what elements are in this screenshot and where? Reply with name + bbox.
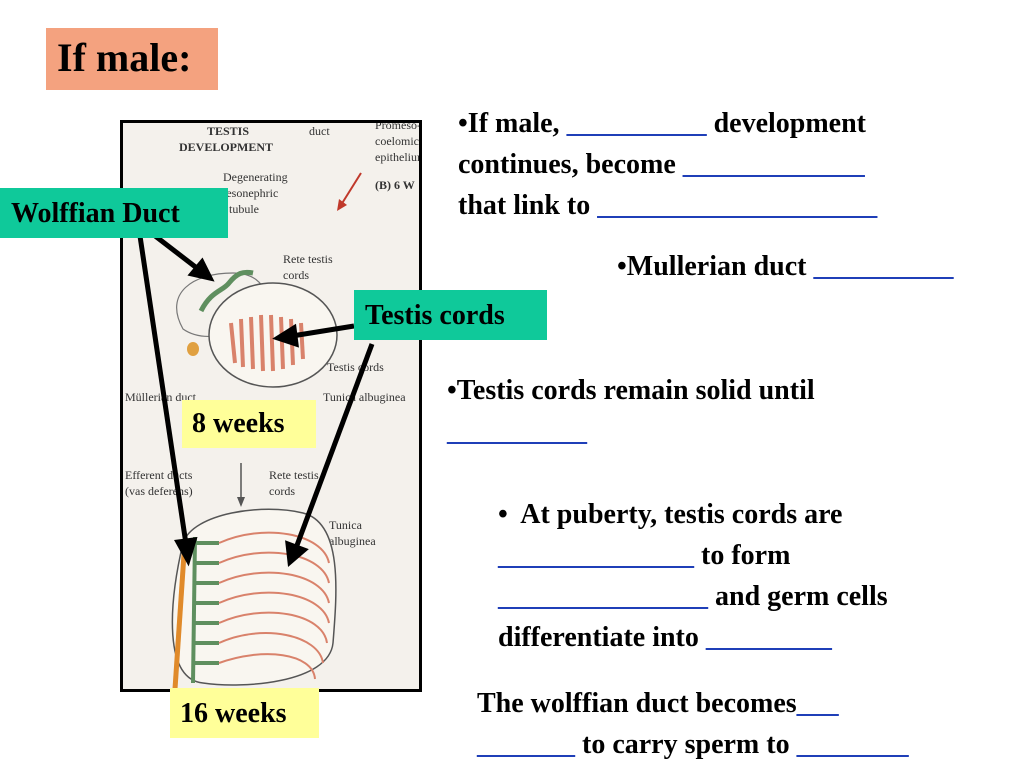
statement-5-text-a: The wolffian duct becomes	[477, 688, 797, 719]
bullet-4-text-b: to form	[694, 540, 791, 571]
statement-5-line-1: The wolffian duct becomes___	[477, 683, 839, 724]
bullet-2-text: •Mullerian duct	[617, 251, 814, 282]
arrow-wolffian-top	[148, 230, 204, 274]
mullerian-duct-dot	[187, 342, 199, 356]
testis-cords-label: Testis cords	[365, 300, 505, 331]
figure-arrowhead-red	[337, 199, 347, 211]
bullet-1-line-2: continues, become _____________	[458, 144, 865, 185]
figure-arrow-red	[340, 172, 362, 206]
arrow-wolffian-bottom	[137, 235, 189, 545]
arrowhead-testis-top	[272, 323, 299, 348]
vas-deferens	[172, 538, 188, 690]
wolffian-duct-callout: Wolffian Duct	[0, 188, 228, 238]
label-tunica-bot-1: Tunica	[329, 518, 363, 532]
title-background	[46, 28, 218, 90]
wolffian-duct-label: Wolffian Duct	[11, 198, 180, 229]
label-testis-cords: Testis cords	[327, 360, 384, 374]
bullet-1-line-3: that link to ____________________	[458, 185, 877, 226]
bullet-3-line-2: __________	[447, 411, 587, 452]
arrow-testis-bottom	[293, 343, 375, 549]
sixteen-weeks-label: 16 weeks	[180, 698, 287, 729]
label-degenerating-1: Degenerating	[223, 170, 288, 184]
blank: ____________________	[597, 190, 878, 221]
arrowhead-testis-bottom	[285, 540, 309, 567]
rete-testis-bottom	[191, 536, 219, 684]
bullet-4-line-1: • At puberty, testis cords are	[498, 499, 843, 530]
bullet-4-text-d: differentiate into	[498, 622, 706, 653]
blank: ___	[796, 688, 839, 719]
bullet-1-text-b: development	[706, 108, 866, 139]
eight-weeks-callout: 8 weeks	[182, 400, 316, 448]
statement-5-text-b: to carry sperm to	[575, 729, 797, 760]
label-rete-top-1: Rete testis	[283, 252, 333, 266]
arrowhead-wolffian-top	[187, 257, 215, 282]
blank: __________	[447, 416, 587, 447]
testis-cords-top	[229, 314, 305, 372]
sixteen-weeks-callout: 16 weeks	[170, 688, 319, 738]
bullet-4-line-3: _______________ and germ cells	[498, 576, 888, 617]
blank: _____________	[682, 149, 865, 180]
wolffian-duct-top	[198, 269, 254, 313]
slide-title: If male:	[57, 35, 192, 80]
blank: _________	[705, 622, 832, 653]
blank: __________	[566, 108, 707, 139]
label-promeso-2: coelomic	[375, 134, 419, 148]
blank: _______________	[498, 581, 708, 612]
label-mullerian: Müllerian duct	[125, 390, 197, 404]
bullet-4-line-4: differentiate into _________	[498, 617, 832, 658]
bullet-1-text-a: •If male,	[458, 108, 567, 139]
testis-cords-callout: Testis cords	[354, 290, 547, 340]
label-rete-bot-2: cords	[269, 484, 295, 498]
figure-heading-2: DEVELOPMENT	[179, 140, 273, 154]
arrow-testis-top	[291, 323, 355, 339]
label-tunica-top: Tunica albuginea	[323, 390, 406, 404]
label-degenerating-2: mesonephric	[217, 186, 278, 200]
blank: _______	[477, 729, 575, 760]
bullet-4-text-c: and germ cells	[708, 581, 888, 612]
arrowhead-wolffian-bottom	[174, 537, 198, 567]
figure-heading-1: TESTIS	[207, 124, 249, 138]
label-degenerating-3: tubule	[229, 202, 259, 216]
blank: ________	[796, 729, 909, 760]
label-panel-b: (B) 6 W	[375, 178, 415, 192]
bullet-3-line-1: •Testis cords remain solid until	[447, 375, 815, 406]
eight-weeks-label: 8 weeks	[192, 408, 285, 439]
label-promeso-3: epithelium	[375, 150, 419, 164]
label-rete-top-2: cords	[283, 268, 309, 282]
figure-arrowhead-down	[237, 497, 245, 507]
bullet-2: •Mullerian duct __________	[617, 246, 953, 287]
bullet-1-text-d: that link to	[458, 190, 598, 221]
label-duct: duct	[309, 124, 330, 138]
blank: ______________	[498, 540, 694, 571]
label-tunica-bot-2: albuginea	[329, 534, 376, 548]
blank: __________	[813, 251, 954, 282]
bullet-1-text-c: continues, become	[458, 149, 683, 180]
statement-5-line-2: _______ to carry sperm to ________	[477, 724, 909, 765]
bullet-1-line-1: •If male, __________ development	[458, 103, 866, 144]
bullet-4-line-2: ______________ to form	[498, 535, 790, 576]
label-rete-bot-1: Rete testis	[269, 468, 319, 482]
